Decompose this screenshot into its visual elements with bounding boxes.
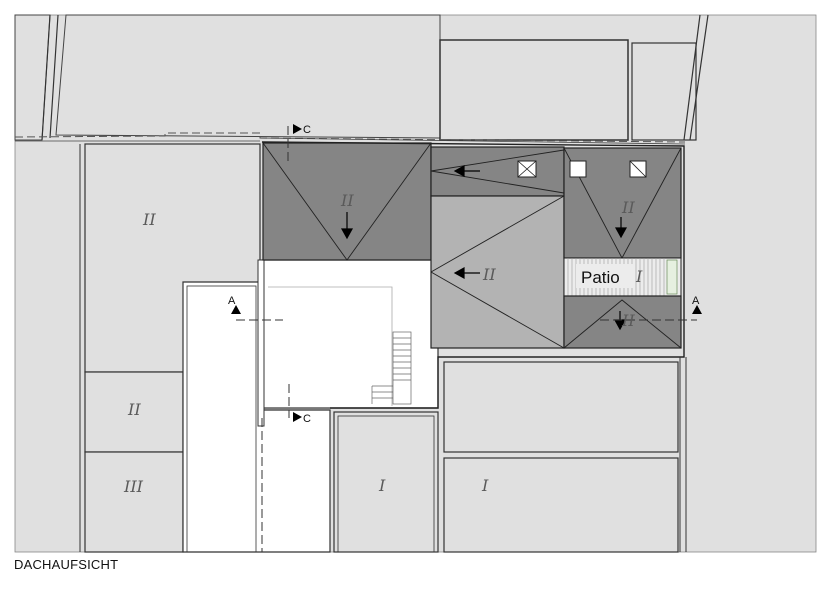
property-line: [14, 132, 686, 143]
roof-southeast-ridges: [563, 299, 682, 349]
section-marker-a-west: [231, 305, 241, 314]
neighbor-building-north-2: [631, 42, 697, 141]
building-outline: [261, 141, 685, 409]
courtyard-inner-outline: [268, 286, 393, 406]
building-south-left-inner: [337, 415, 435, 553]
patio-label-backdrop: [576, 264, 634, 288]
neighbor-building-north-1: [439, 39, 629, 141]
roof-center: [430, 195, 565, 349]
section-marker-c-south: [293, 412, 302, 422]
roof-west-ridges: [262, 142, 432, 261]
courtyard-wall-west: [257, 259, 265, 427]
drawing-caption: DACHAUFSICHT: [14, 557, 119, 572]
neighbor-boundary-east: [679, 357, 687, 552]
floor-label-left-lower: III: [123, 477, 144, 496]
section-label-a-east: A: [692, 295, 700, 307]
patio-planter: [666, 259, 678, 295]
building-south-right-upper: [443, 361, 679, 453]
floor-label-roof-east: II: [621, 198, 635, 217]
slope-arrow-east: [614, 217, 628, 239]
floor-label-south-right: I: [481, 476, 489, 495]
slope-arrow-north-strip: [453, 164, 480, 178]
section-label-c-north: C: [303, 124, 311, 136]
floor-label-left-upper: II: [142, 210, 156, 229]
stair: [371, 331, 412, 405]
building-south-right: [443, 457, 679, 553]
roof-north-strip: [430, 146, 565, 197]
skylight-2: [569, 160, 587, 178]
neighbor-boundary-north-east: [683, 14, 709, 141]
floor-label-patio: I: [635, 267, 643, 286]
building-south-left: [333, 411, 439, 553]
floor-label-left-middle: II: [127, 400, 141, 419]
section-label-a-west: A: [228, 295, 236, 307]
neighbor-plot-north-middle: [55, 14, 441, 139]
lane-edge: [186, 285, 257, 553]
skylight-3: [629, 160, 647, 178]
slope-arrow-west: [340, 212, 354, 240]
section-label-c-south: C: [303, 413, 311, 425]
courtyard: [261, 259, 439, 409]
skylight-1: [517, 160, 537, 178]
section-marker-a-east: [692, 305, 702, 314]
property-line-outline: [15, 137, 686, 145]
slope-arrow-center: [453, 266, 480, 280]
floor-label-roof-center: II: [482, 265, 496, 284]
neighbor-plot-west-lower: [84, 451, 184, 553]
floor-label-south-left: I: [378, 476, 386, 495]
floor-label-roof-southeast: II: [621, 311, 635, 330]
section-marker-c-north: [293, 124, 302, 134]
section-line-c: [261, 126, 290, 552]
neighbor-boundary-north-west: [41, 14, 59, 141]
roof-north-strip-ridges: [430, 149, 565, 194]
floor-label-roof-west: II: [340, 191, 354, 210]
roof-center-ridges: [430, 195, 565, 349]
roof-west: [262, 142, 432, 261]
patio-label: Patio: [581, 268, 620, 287]
